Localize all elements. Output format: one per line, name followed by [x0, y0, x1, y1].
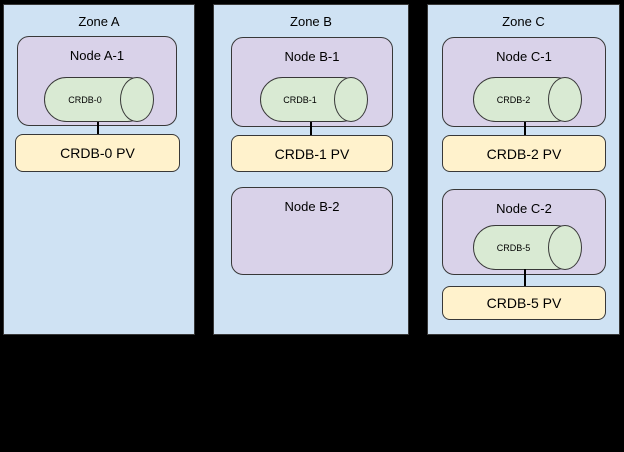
crdb-0-pv-box: CRDB-0 PV	[15, 134, 180, 172]
crdb-1-pod-cylinder: CRDB-1	[260, 77, 368, 122]
crdb-1-pv-box: CRDB-1 PV	[231, 135, 393, 172]
crdb-5-pv-connector-line	[524, 269, 526, 286]
node-b-2-label: Node B-2	[284, 199, 340, 214]
crdb-0-pod-label: CRDB-0	[68, 94, 102, 105]
node-b-2: Node B-2	[231, 187, 393, 275]
crdb-5-pv-box: CRDB-5 PV	[442, 286, 606, 320]
node-b-1-label: Node B-1	[284, 49, 340, 64]
crdb-0-pv-label: CRDB-0 PV	[60, 145, 135, 161]
crdb-2-pod-cylinder: CRDB-2	[473, 77, 582, 122]
node-b-1: Node B-1 CRDB-1	[231, 37, 393, 127]
cylinder-cap	[548, 77, 582, 122]
cylinder-cap	[120, 77, 154, 122]
node-c-2: Node C-2 CRDB-5	[442, 189, 606, 275]
crdb-1-pv-label: CRDB-1 PV	[274, 145, 350, 162]
crdb-2-pv-connector-line	[524, 122, 526, 135]
zone-b-title: Zone B	[290, 14, 332, 29]
crdb-2-pod-label: CRDB-2	[496, 94, 531, 105]
zone-c: Zone C Node C-1 CRDB-2 CRDB-2 PV Node C-…	[427, 4, 620, 335]
node-c-1: Node C-1 CRDB-2	[442, 37, 606, 127]
crdb-5-pod-label: CRDB-5	[496, 242, 531, 253]
zone-b: Zone B Node B-1 CRDB-1 CRDB-1 PV Node B-…	[213, 4, 409, 335]
cylinder-cap	[548, 225, 582, 270]
crdb-2-pv-label: CRDB-2 PV	[486, 145, 562, 162]
crdb-0-pv-connector-line	[97, 122, 99, 135]
node-a-1-label: Node A-1	[69, 48, 125, 63]
node-c-1-label: Node C-1	[496, 49, 552, 64]
cylinder-cap	[334, 77, 368, 122]
crdb-5-pod-cylinder: CRDB-5	[473, 225, 582, 270]
zone-a: Zone A Node A-1 CRDB-0 CRDB-0 PV	[3, 4, 195, 335]
node-c-2-label: Node C-2	[496, 201, 552, 216]
crdb-5-pv-label: CRDB-5 PV	[486, 295, 562, 311]
zone-c-title: Zone C	[502, 14, 545, 29]
crdb-1-pod-label: CRDB-1	[283, 94, 317, 105]
crdb-0-pod-cylinder: CRDB-0	[44, 77, 154, 122]
node-a-1: Node A-1 CRDB-0	[17, 36, 177, 126]
crdb-2-pv-box: CRDB-2 PV	[442, 135, 606, 172]
zone-a-title: Zone A	[78, 14, 120, 29]
crdb-1-pv-connector-line	[310, 122, 312, 135]
